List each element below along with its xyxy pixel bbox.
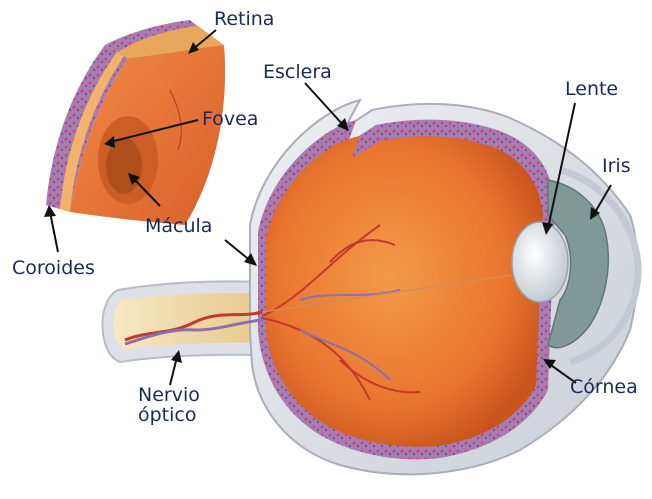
label-coroides: Coroides — [12, 257, 95, 279]
lens — [512, 222, 568, 302]
label-macula: Mácula — [145, 215, 212, 237]
retina-inset — [46, 20, 225, 225]
label-retina: Retina — [214, 8, 274, 30]
label-nervio-line2: óptico — [138, 404, 196, 426]
label-iris: Iris — [602, 155, 631, 177]
label-fovea: Fovea — [202, 108, 258, 130]
label-lente: Lente — [565, 78, 618, 100]
label-esclera: Esclera — [263, 61, 332, 83]
label-nervio-line1: Nervio — [138, 384, 200, 406]
arrow-coroides — [50, 212, 58, 252]
label-cornea: Córnea — [570, 376, 638, 398]
